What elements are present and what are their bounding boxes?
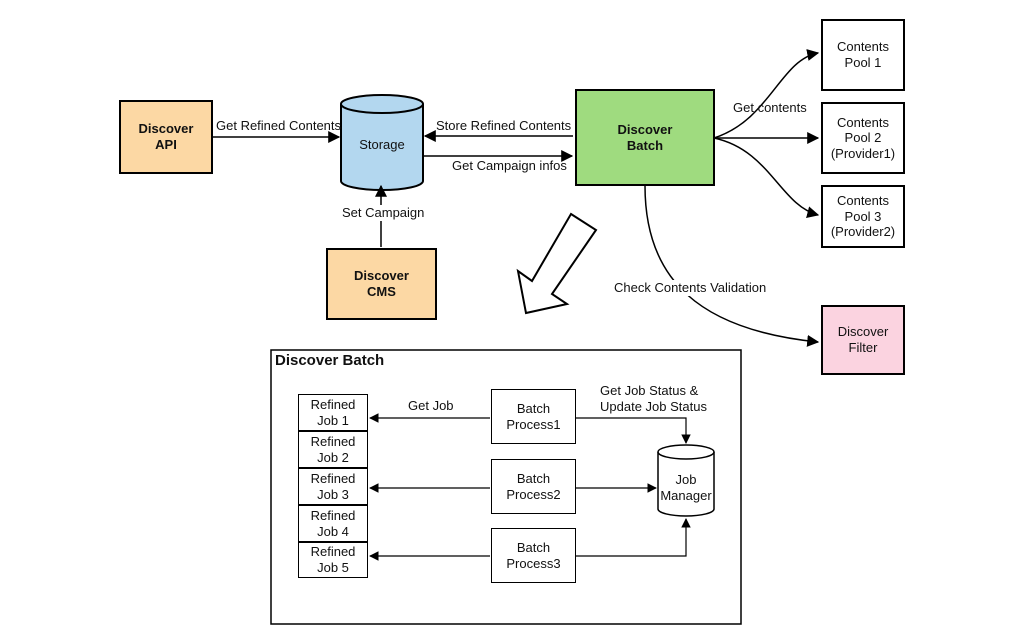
storage-label: Storage	[359, 137, 405, 152]
discover-filter-node: Discover Filter	[821, 305, 905, 375]
label-get-campaign-infos: Get Campaign infos	[452, 158, 567, 173]
label-get-job: Get Job	[408, 398, 454, 413]
edge-process1-to-jobmanager	[576, 417, 691, 444]
edge-process3-to-jobmanager	[576, 518, 691, 557]
edge-batch-to-pool1	[713, 49, 820, 139]
discover-api-node: Discover API	[119, 100, 213, 174]
batch-process-2: Batch Process2	[491, 459, 576, 514]
job-manager-label: Job Manager	[660, 472, 712, 503]
label-check-contents-validation: Check Contents Validation	[614, 280, 767, 296]
edge-batch-to-pool3	[713, 137, 820, 219]
label-get-contents: Get contents	[733, 100, 807, 115]
batch-process-3: Batch Process3	[491, 528, 576, 583]
discover-cms-node: Discover CMS	[326, 248, 437, 320]
label-store-refined-contents: Store Refined Contents	[436, 118, 572, 133]
discover-batch-node: Discover Batch	[575, 89, 715, 186]
refined-job-4: Refined Job 4	[298, 505, 368, 542]
refined-job-5: Refined Job 5	[298, 542, 368, 578]
detail-frame	[270, 349, 742, 625]
batch-process-1: Batch Process1	[491, 389, 576, 444]
zoom-arrow-icon	[516, 212, 598, 315]
contents-pool-1-node: Contents Pool 1	[821, 19, 905, 91]
refined-job-3: Refined Job 3	[298, 468, 368, 505]
contents-pool-3-node: Contents Pool 3 (Provider2)	[821, 185, 905, 248]
label-get-refined-contents: Get Refined Contents	[216, 118, 342, 133]
contents-pool-2-node: Contents Pool 2 (Provider1)	[821, 102, 905, 174]
refined-job-1: Refined Job 1	[298, 394, 368, 431]
label-set-campaign: Set Campaign	[342, 205, 425, 221]
refined-job-2: Refined Job 2	[298, 431, 368, 468]
job-manager-cylinder	[657, 444, 715, 517]
label-job-status: Get Job Status & Update Job Status	[600, 383, 707, 414]
edge-batch-to-filter	[644, 185, 820, 347]
detail-frame-title: Discover Batch	[275, 352, 385, 369]
